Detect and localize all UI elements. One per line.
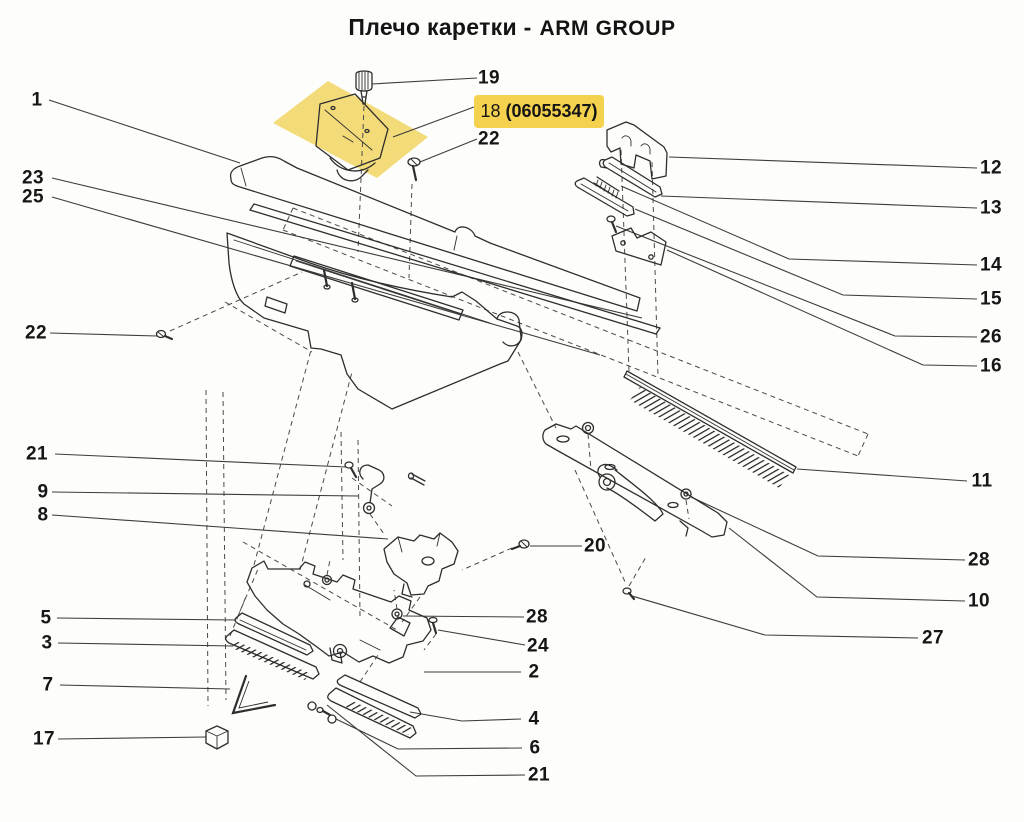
callout-21-bottom[interactable]: 21: [528, 764, 550, 786]
leader-lines: [48, 77, 978, 777]
leader-24: [437, 629, 526, 646]
highlighted-part-label[interactable]: 18 (06055347): [474, 95, 604, 128]
callout-15[interactable]: 15: [980, 288, 1002, 310]
leader-28-right: [690, 496, 966, 561]
callout-16[interactable]: 16: [980, 355, 1002, 377]
leader-8: [51, 514, 389, 540]
callout-4[interactable]: 4: [528, 708, 540, 730]
main-arm-plate-art: [226, 232, 523, 410]
highlighted-part-number: 18: [480, 101, 501, 121]
leader-22-left: [49, 332, 158, 337]
callout-24[interactable]: 24: [527, 635, 549, 657]
screw-24-art: [428, 616, 438, 635]
leader-9: [51, 491, 359, 497]
leader-12: [668, 156, 978, 169]
highlight-area-part18: [273, 81, 428, 178]
callout-2[interactable]: 2: [528, 661, 540, 683]
callout-17[interactable]: 17: [33, 728, 55, 750]
part-7-wire-triangle-art: [231, 674, 277, 715]
leader-13: [660, 195, 978, 209]
part-3-brush-art: [225, 629, 320, 680]
screw-22-top-art: [407, 157, 421, 182]
part-5-blade-art: [234, 612, 314, 656]
screw-22-left-art: [155, 329, 174, 341]
part-4-brush-art: [327, 674, 422, 739]
part-18-bracket-art: [315, 93, 389, 182]
screw-20-art: [510, 539, 530, 551]
leader-23: [51, 177, 643, 319]
screw-27-art: [622, 587, 636, 601]
leader-14: [620, 185, 978, 266]
leader-21-top: [54, 453, 347, 468]
part-19-thumbscrew-art: [355, 70, 373, 105]
leader-15: [634, 208, 978, 300]
part-17-cube-art: [205, 725, 229, 750]
callout-6[interactable]: 6: [529, 737, 541, 759]
callout-11[interactable]: 11: [971, 470, 993, 492]
callout-26[interactable]: 26: [980, 326, 1002, 348]
leader-22-top: [419, 138, 478, 163]
callout-10[interactable]: 10: [968, 590, 990, 612]
callout-1[interactable]: 1: [31, 89, 43, 111]
title-russian: Плечо каретки -: [348, 14, 532, 40]
leader-21-bottom: [326, 704, 526, 777]
part-8-bracket-art: [383, 472, 459, 598]
callout-22-left[interactable]: 22: [25, 322, 47, 344]
callout-28-bottom[interactable]: 28: [526, 606, 548, 628]
part-2-bracket-plate-art: [246, 560, 432, 664]
leader-27: [631, 595, 919, 639]
washer-28-right-art: [581, 421, 692, 500]
leader-3: [57, 642, 234, 647]
leader-1: [48, 99, 241, 164]
screw-21-top-art: [344, 461, 358, 479]
screw-26-art: [606, 215, 618, 234]
part-16-plate-art: [611, 227, 667, 266]
washer-28-bottom-art: [321, 574, 403, 620]
callout-8[interactable]: 8: [37, 504, 49, 526]
page-title: Плечо каретки - ARM GROUP: [0, 14, 1024, 41]
highlighted-part-code: (06055347): [505, 101, 598, 121]
callout-28-right[interactable]: 28: [968, 549, 990, 571]
callout-25[interactable]: 25: [22, 186, 44, 208]
part-12-cap-art: [606, 121, 668, 180]
leader-7: [59, 684, 231, 690]
callout-13[interactable]: 13: [980, 197, 1002, 219]
part-10-bar-art: [542, 423, 728, 538]
callout-23[interactable]: 23: [22, 167, 44, 189]
callout-21-top[interactable]: 21: [26, 443, 48, 465]
part-9-lever-art: [359, 464, 385, 515]
part-13-blade-art: [598, 156, 663, 198]
leader-4: [409, 711, 522, 722]
leader-11: [796, 468, 968, 482]
leader-18: [392, 106, 475, 138]
part-23-strip-art: [249, 203, 661, 335]
leader-28-bottom: [402, 615, 525, 618]
callout-5[interactable]: 5: [40, 607, 52, 629]
screw-6-art: [307, 701, 337, 724]
leader-10: [728, 527, 966, 602]
part-1-top-bar-art: [229, 155, 641, 312]
leader-17: [57, 736, 207, 740]
callout-27[interactable]: 27: [922, 627, 944, 649]
callout-12[interactable]: 12: [980, 157, 1002, 179]
leader-19: [371, 77, 478, 85]
callout-3[interactable]: 3: [41, 632, 53, 654]
callout-20[interactable]: 20: [584, 535, 606, 557]
leader-5: [56, 617, 237, 621]
callout-14[interactable]: 14: [980, 254, 1002, 276]
leader-26: [615, 225, 978, 338]
callout-9[interactable]: 9: [37, 481, 49, 503]
part-11-brush-art: [623, 370, 797, 488]
part-14-spring-art: [593, 176, 620, 199]
callout-7[interactable]: 7: [42, 674, 54, 696]
part-15-blade-art: [574, 177, 635, 217]
leader-16: [666, 249, 978, 367]
callout-22-top[interactable]: 22: [478, 128, 500, 150]
callout-19[interactable]: 19: [478, 67, 500, 89]
title-english: ARM GROUP: [539, 17, 676, 40]
